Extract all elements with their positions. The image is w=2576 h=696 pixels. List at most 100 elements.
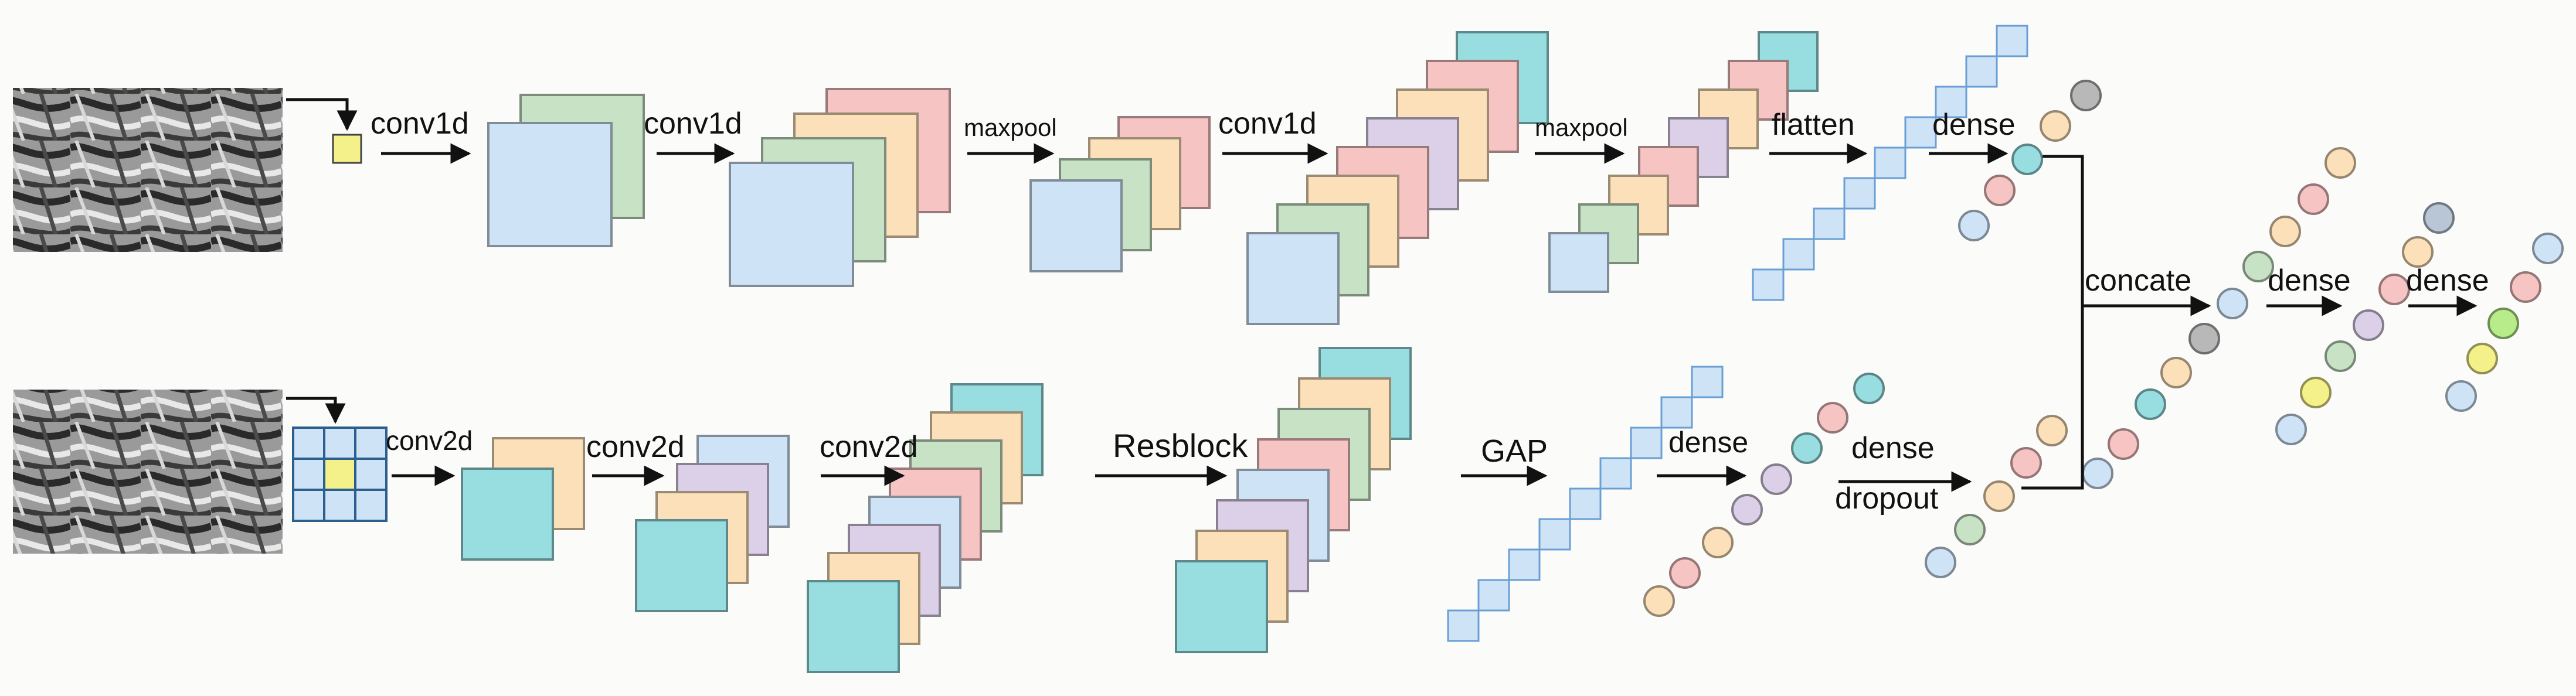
label-dense-bottom-1: dense (1668, 426, 1748, 459)
concate-neurons-9 (2324, 147, 2356, 179)
stack-top-4-7 (1246, 232, 1340, 325)
arrow-bottom-input (286, 397, 346, 424)
label-resblock: Resblock (1113, 427, 1248, 464)
flatten-vector-2 (1813, 207, 1846, 240)
input-grid-cell-1 (323, 427, 356, 460)
flatten-vector-1 (1782, 238, 1815, 271)
label-conv2d-1: conv2d (386, 425, 473, 456)
gap-vector-2 (1508, 548, 1541, 581)
stack-top-3-3 (1029, 179, 1123, 272)
dense-bottom-2-neurons-2 (1983, 480, 2015, 512)
dense-top-neurons-1 (1984, 175, 2016, 206)
concate-neurons-6 (2242, 251, 2274, 282)
dense-top-neurons-2 (2011, 144, 2043, 175)
label-flatten: flatten (1772, 108, 1855, 142)
dense-bottom-1-neurons-0 (1643, 585, 1675, 617)
dense-merge-2-neurons-0 (2445, 380, 2477, 412)
dense-merge-2-neurons-1 (2466, 343, 2498, 374)
flatten-vector-6 (1935, 86, 1967, 118)
label-dense-bottom-2: dense (1851, 431, 1935, 465)
concate-neurons-4 (2188, 323, 2220, 354)
dense-merge-1-neurons-2 (2324, 340, 2356, 372)
dense-bottom-1-neurons-1 (1669, 557, 1701, 589)
stack-bottom-4-7 (1175, 560, 1268, 653)
input-grid-cell-8 (354, 489, 388, 522)
input-grid-cell-4 (323, 458, 356, 491)
flatten-vector-0 (1752, 268, 1785, 301)
arrow-top-input (286, 98, 358, 131)
gap-vector-0 (1447, 609, 1480, 642)
dense-top-neurons-0 (1958, 210, 1990, 241)
dense-bottom-1-neurons-7 (1853, 373, 1885, 404)
concate-neurons-3 (2160, 357, 2192, 388)
gap-vector-6 (1630, 427, 1663, 459)
merge-connector (2021, 155, 2084, 490)
concate-neurons-0 (2082, 458, 2113, 489)
flatten-vector-5 (1904, 116, 1937, 149)
label-conv1d-1: conv1d (371, 107, 469, 141)
dense-merge-1-neurons-6 (2423, 202, 2455, 234)
label-dropout: dropout (1835, 482, 1939, 516)
gap-vector-4 (1569, 487, 1602, 520)
dense-merge-1-neurons-1 (2300, 377, 2332, 408)
dense-merge-1-neurons-0 (2275, 414, 2307, 445)
flatten-vector-7 (1965, 55, 1998, 88)
gap-vector-8 (1691, 366, 1724, 398)
label-dense-merge-1: dense (2268, 264, 2351, 298)
flatten-vector-4 (1874, 146, 1906, 179)
stack-top-1-1 (487, 122, 613, 247)
label-conv1d-3: conv1d (1218, 107, 1317, 141)
dense-bottom-1-neurons-5 (1791, 432, 1823, 464)
terrain-image-bottom (13, 390, 283, 554)
concate-neurons-1 (2108, 428, 2139, 460)
dense-merge-1-neurons-5 (2402, 236, 2434, 268)
dense-bottom-1-neurons-6 (1817, 402, 1848, 434)
concate-neurons-2 (2135, 388, 2166, 420)
stack-top-5-7 (1548, 232, 1609, 293)
input-grid-cell-7 (323, 489, 356, 522)
input-grid-cell-6 (292, 489, 325, 522)
gap-vector-3 (1538, 518, 1571, 551)
dense-bottom-1-neurons-3 (1731, 494, 1763, 526)
label-maxpool-2: maxpool (1535, 114, 1628, 141)
label-conv1d-2: conv1d (644, 107, 742, 141)
gap-vector-7 (1660, 396, 1693, 429)
label-gap: GAP (1481, 434, 1548, 469)
dense-bottom-2-neurons-1 (1954, 514, 1986, 545)
label-conv2d-2: conv2d (586, 430, 685, 464)
dense-bottom-2-neurons-0 (1925, 547, 1956, 578)
dense-top-neurons-3 (2040, 110, 2071, 142)
stack-bottom-2-3 (635, 519, 728, 612)
dense-bottom-2-neurons-3 (2010, 447, 2042, 479)
label-conv2d-3: conv2d (820, 430, 918, 464)
dense-merge-2-neurons-2 (2487, 308, 2519, 339)
dense-merge-1-neurons-3 (2353, 309, 2384, 341)
concate-neurons-8 (2298, 183, 2329, 215)
stack-bottom-1-1 (461, 468, 554, 561)
label-dense-top: dense (1932, 108, 2016, 142)
gap-vector-5 (1599, 457, 1632, 490)
stack-top-2-3 (729, 162, 854, 287)
stack-bottom-3-7 (807, 580, 900, 673)
dense-bottom-2-neurons-4 (2036, 415, 2068, 446)
dense-bottom-1-neurons-2 (1702, 527, 1734, 558)
flatten-vector-3 (1843, 177, 1876, 210)
flatten-vector-8 (1996, 25, 2028, 57)
dense-merge-1-neurons-4 (2378, 274, 2410, 305)
dense-merge-2-neurons-4 (2532, 233, 2564, 264)
dense-merge-2-neurons-3 (2510, 271, 2541, 303)
label-maxpool-1: maxpool (964, 114, 1057, 141)
label-dense-merge-2: dense (2406, 264, 2489, 298)
concate-neurons-5 (2217, 288, 2248, 319)
dense-top-neurons-4 (2070, 80, 2102, 111)
input-grid-cell-3 (292, 458, 325, 491)
label-concate: concate (2085, 264, 2191, 298)
input-grid-cell-5 (354, 458, 388, 491)
gap-vector-1 (1477, 579, 1510, 612)
dense-bottom-1-neurons-4 (1761, 463, 1792, 495)
input-grid-cell-2 (354, 427, 388, 460)
concate-neurons-7 (2269, 216, 2301, 247)
terrain-image-top (13, 88, 283, 252)
